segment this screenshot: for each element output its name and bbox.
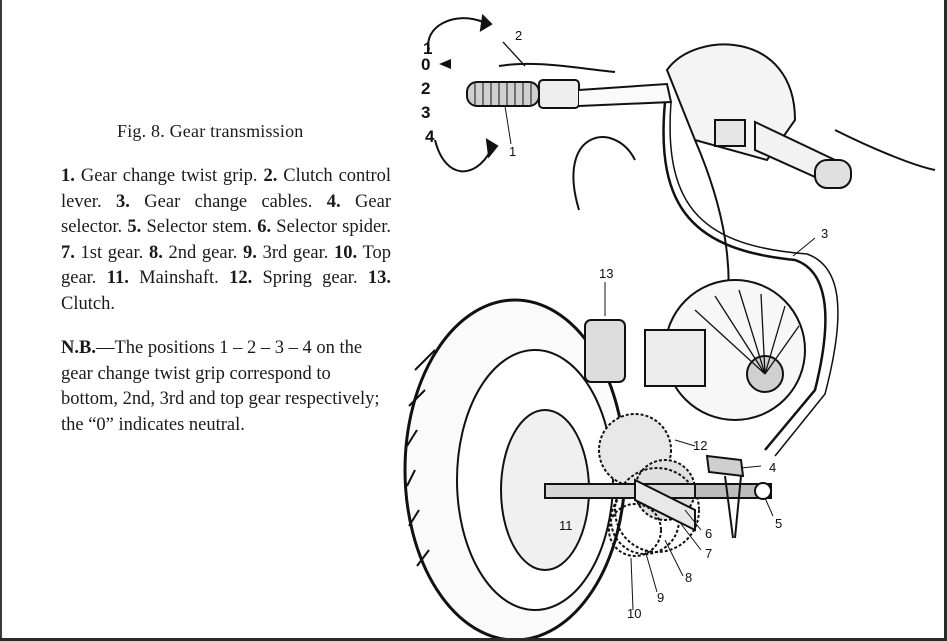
callout-9: 9	[657, 590, 664, 605]
page-border-right	[944, 0, 947, 641]
legend-number: 11.	[106, 268, 129, 289]
rotation-arrow-top	[427, 17, 484, 51]
callout-11: 11	[559, 518, 573, 533]
legend-entry: 8. 2nd gear.	[149, 243, 243, 263]
note-block: N.B.—The positions 1 – 2 – 3 – 4 on the …	[61, 336, 391, 438]
callout-6: 6	[705, 526, 712, 541]
callout-4: 4	[769, 460, 776, 475]
legend-text: Gear selector.	[61, 191, 391, 238]
legend-number: 10.	[334, 242, 358, 263]
clutch-lever	[498, 62, 616, 73]
gear-selector	[705, 454, 745, 478]
twist-grip	[466, 81, 540, 107]
legend-entry: 11. Mainshaft.	[107, 268, 229, 288]
tyre-tread	[406, 349, 436, 567]
legend-number: 8.	[148, 242, 163, 263]
callout-3: 3	[821, 226, 828, 241]
callout-5: 5	[775, 516, 782, 531]
grip-position-4: 4	[425, 127, 435, 146]
neutral-arrow-icon	[439, 59, 451, 69]
legend-entry: 10. Top gear.	[61, 243, 391, 289]
legend-text: Clutch.	[61, 293, 115, 314]
legend-number: 13.	[367, 268, 391, 289]
legend-text: Spring gear.	[252, 268, 368, 289]
legend-number: 12.	[229, 268, 253, 289]
note-label: N.B.	[61, 338, 96, 358]
callout-8: 8	[685, 570, 692, 585]
note-text: —The positions 1 – 2 – 3 – 4 on the gear…	[61, 338, 380, 435]
page-border-left	[0, 0, 2, 641]
arrow-head-top	[479, 13, 493, 32]
handlebar-left	[578, 82, 673, 107]
top-gear	[608, 503, 662, 557]
legend-entry: 13. Clutch.	[61, 268, 391, 314]
grip-position-1: 1	[423, 39, 432, 58]
callout-7: 7	[705, 546, 712, 561]
legend-entry: 5. Selector stem.	[127, 217, 257, 237]
legend-number: 2.	[263, 166, 278, 186]
grip-position-3: 3	[421, 103, 430, 122]
callout-13: 13	[599, 266, 613, 281]
gearbox-casing	[644, 329, 706, 387]
rotation-arrow-bottom	[434, 139, 492, 173]
clutch	[584, 319, 626, 383]
figure-title: Fig. 8. Gear transmission	[117, 121, 304, 141]
legend-text: 3rd gear.	[256, 242, 335, 263]
selector-spider	[634, 478, 696, 532]
grip-position-0: 0	[421, 55, 430, 74]
legend-text: Top gear.	[61, 242, 392, 289]
grip-position-2: 2	[421, 79, 430, 98]
legend-text: Gear change cables.	[129, 191, 327, 212]
callout-12: 12	[693, 438, 707, 453]
legend-text: 2nd gear.	[162, 242, 244, 263]
legend-number: 1.	[61, 166, 75, 186]
legend-text: Mainshaft.	[128, 268, 230, 289]
legend-text: Selector spider.	[271, 217, 391, 238]
callout-2: 2	[515, 28, 522, 43]
legend-entry: 7. 1st gear.	[61, 243, 149, 263]
gear-change-cables	[662, 101, 827, 451]
page-border-bottom	[0, 638, 947, 641]
brake-lever	[834, 129, 936, 171]
legend-number: 3.	[116, 191, 130, 212]
legend-number: 7.	[61, 242, 75, 263]
legend-entry: 4. Gear selector.	[61, 192, 391, 238]
legend-number: 5.	[127, 217, 142, 238]
legend-number: 6.	[257, 217, 272, 238]
legend-entry: 6. Selector spider.	[257, 217, 391, 237]
legend-text: Clutch control lever.	[61, 166, 391, 212]
callout-10: 10	[627, 606, 641, 621]
gear-transmission-illustration: 1 0 2 3 4 1 2 3 4 5 6 7 8 9 10 11 12 13	[403, 13, 936, 638]
legend-text: Selector stem.	[141, 217, 258, 238]
legend-number: 9.	[243, 242, 257, 263]
legend-entry: 2. Clutch control lever.	[61, 166, 391, 212]
legend-entry: 3. Gear change cables.	[116, 192, 327, 212]
figure-legend: 1. Gear change twist grip. 2. Clutch con…	[61, 164, 391, 318]
legend-number: 4.	[326, 191, 341, 212]
legend-entry: 1. Gear change twist grip.	[61, 166, 263, 186]
legend-text: Gear change twist grip.	[74, 166, 264, 186]
callout-1: 1	[509, 144, 516, 159]
legend-entry: 9. 3rd gear.	[243, 243, 334, 263]
legend-text: 1st gear.	[74, 242, 149, 263]
arrow-head-bottom	[485, 138, 499, 159]
legend-entry: 12. Spring gear.	[229, 268, 368, 288]
